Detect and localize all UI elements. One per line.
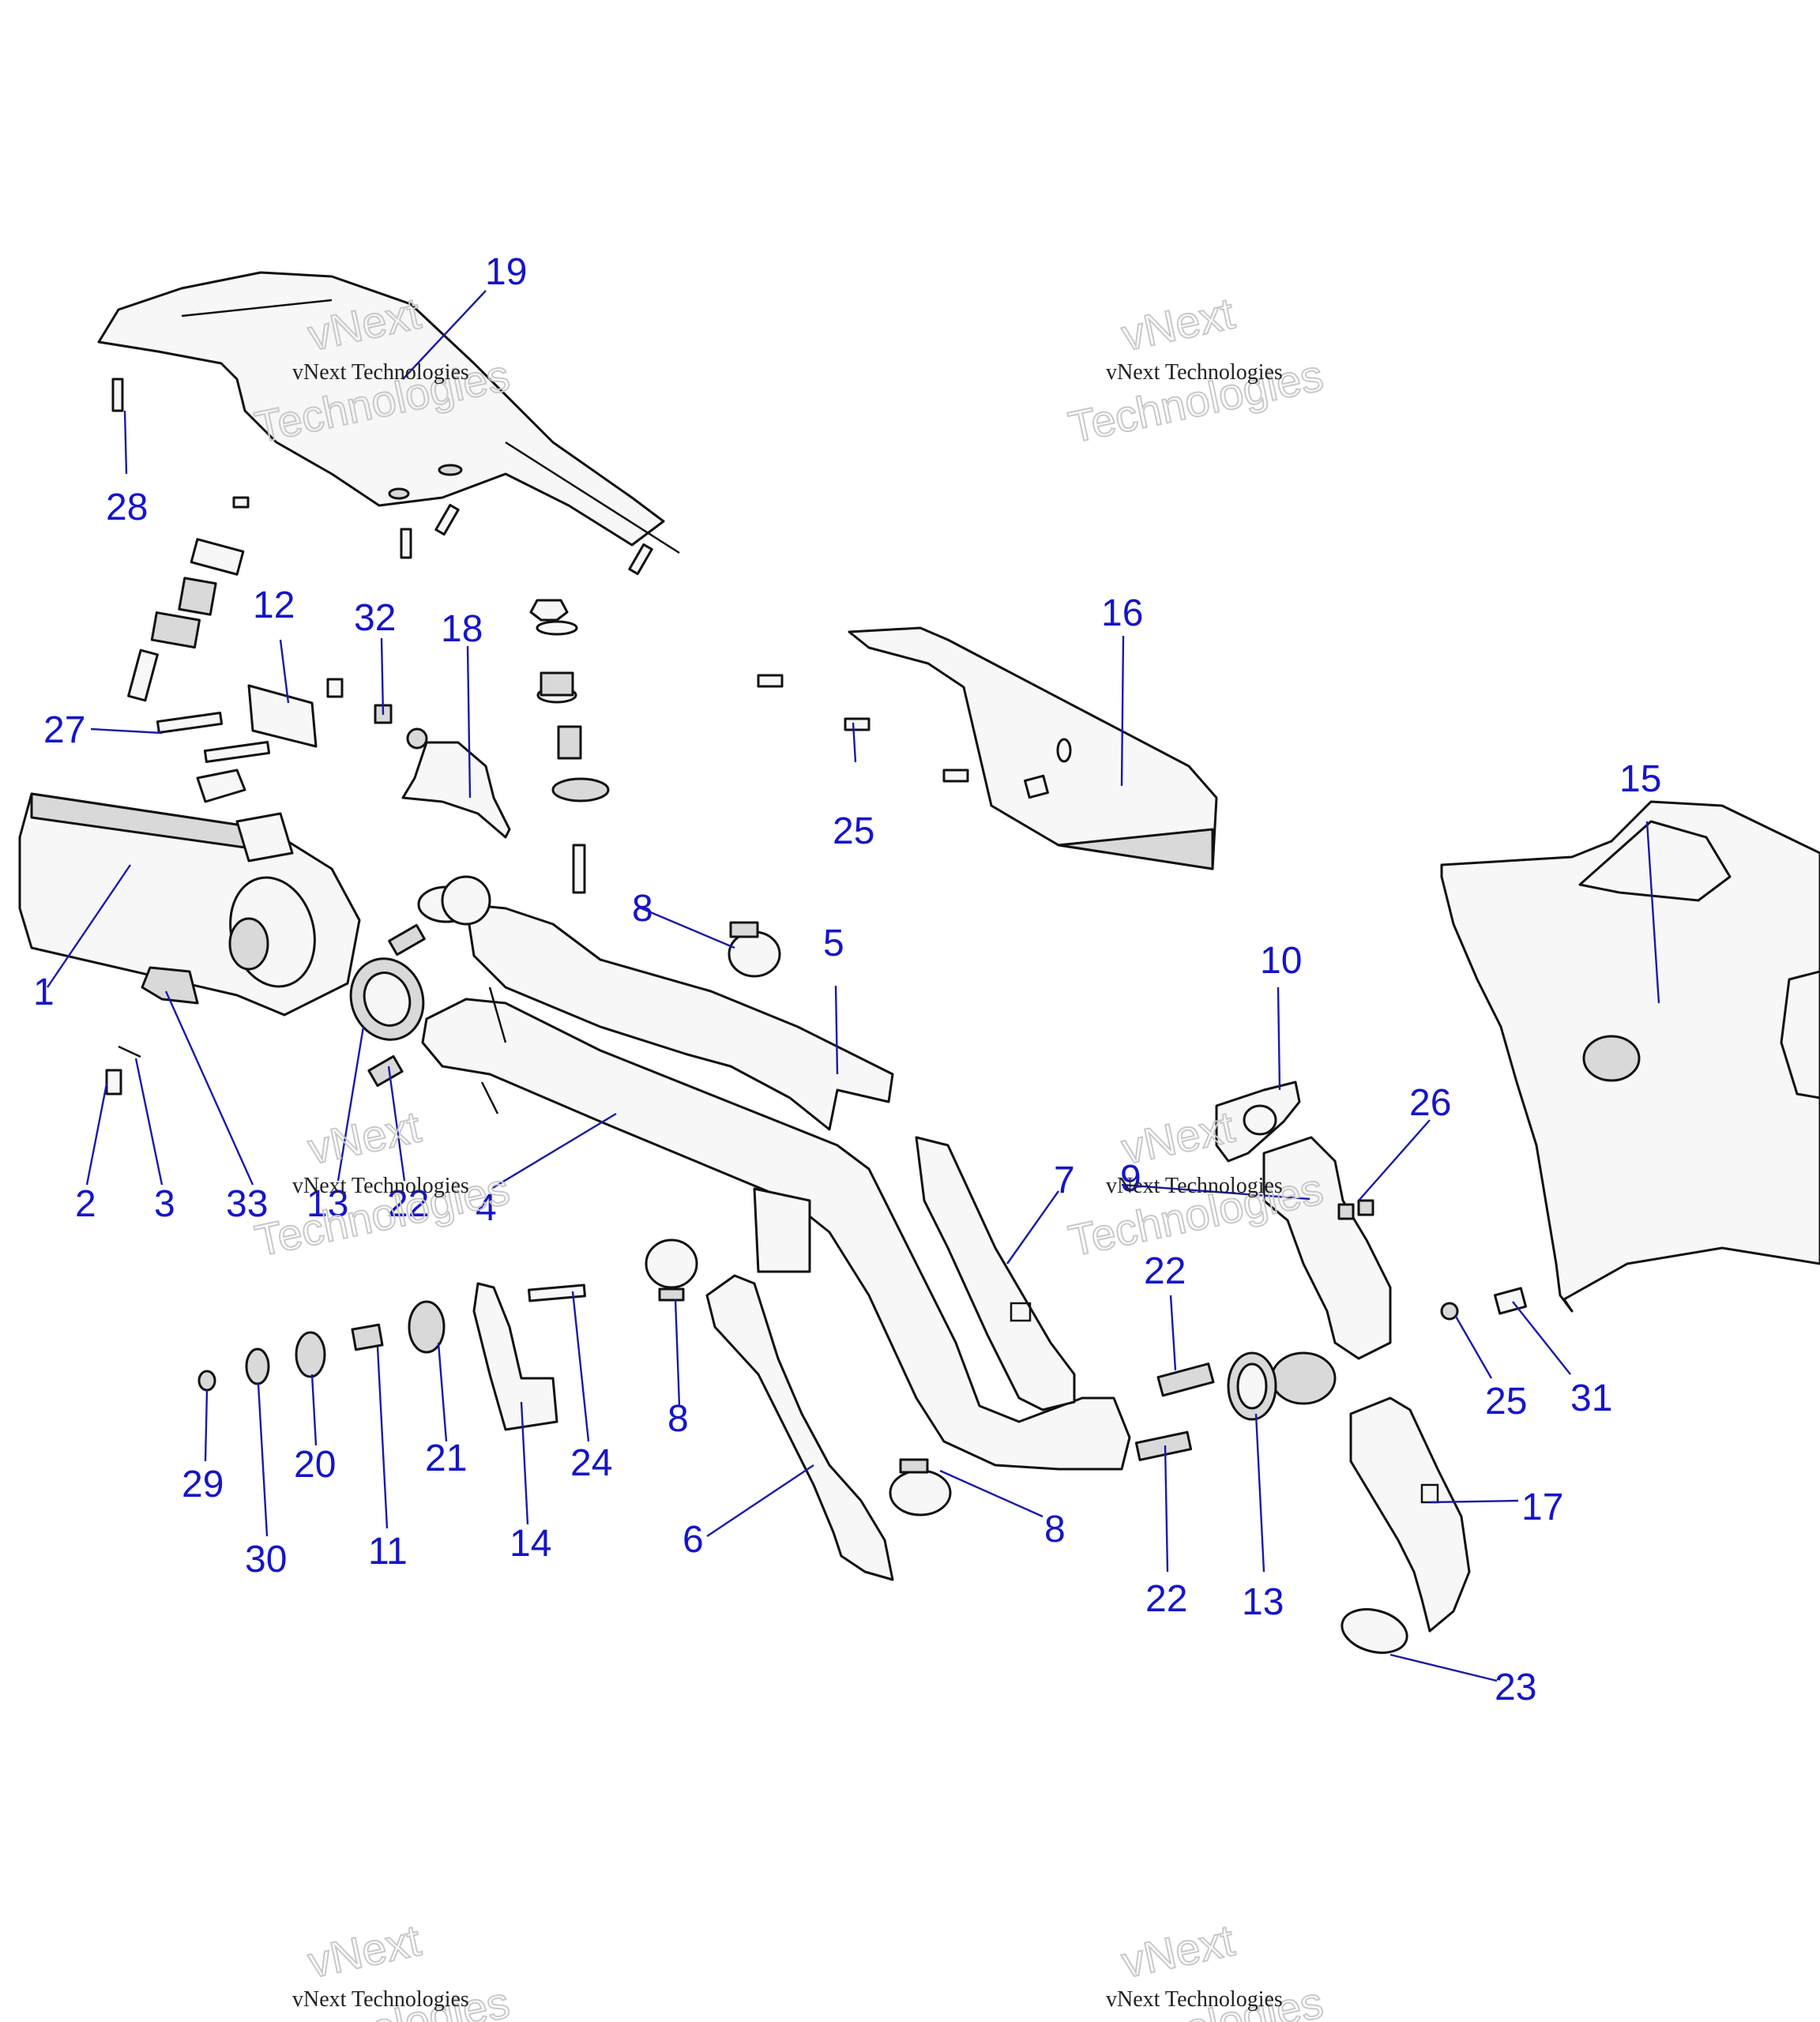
part-12-bracket [247, 684, 318, 748]
part-9-header-pipe [1262, 1136, 1392, 1360]
svg-text:vNext: vNext [1118, 1915, 1239, 1986]
part-8-clamp [728, 930, 781, 978]
leader-lines [47, 290, 1660, 1682]
callout-13-right: 13 [1242, 1581, 1284, 1623]
callout-20: 20 [294, 1444, 336, 1486]
part-22-spring [388, 923, 426, 957]
callout-15: 15 [1619, 758, 1661, 800]
callout-11: 11 [368, 1531, 408, 1573]
callout-27: 27 [43, 709, 85, 751]
callout-18: 18 [441, 608, 483, 650]
part-23-clamp [1341, 1608, 1408, 1654]
callout-25-right: 25 [1485, 1381, 1527, 1423]
callout-7: 7 [1054, 1159, 1075, 1201]
svg-text:vNext: vNext [304, 1101, 426, 1173]
parts-drawing [18, 271, 1820, 1654]
part-2-screw [105, 1069, 122, 1096]
watermark-top-right: vNext Technologies vNext Technologies [1063, 287, 1328, 453]
part-6-pipe [705, 1274, 894, 1581]
svg-text:vNext Technologies: vNext Technologies [292, 1987, 469, 2012]
watermark-bottom-right: vNext Technologies vNext Technologies [1063, 1914, 1328, 2022]
callout-9: 9 [1120, 1158, 1141, 1200]
part-24-bolt [528, 1283, 586, 1302]
part-14-bracket [472, 1282, 558, 1431]
callout-22-left: 22 [387, 1183, 429, 1225]
callout-8-top: 8 [632, 888, 653, 930]
svg-text:vNext Technologies: vNext Technologies [1106, 1174, 1283, 1198]
callout-21: 21 [425, 1438, 467, 1479]
callout-13-left: 13 [306, 1183, 348, 1225]
callout-33: 33 [226, 1183, 268, 1225]
callout-26: 26 [1409, 1082, 1451, 1124]
svg-text:vNext: vNext [1118, 288, 1239, 359]
part-19-heat-shield [97, 271, 665, 547]
callout-29: 29 [182, 1464, 224, 1505]
callout-8-mid: 8 [667, 1398, 689, 1440]
callout-24: 24 [570, 1442, 612, 1484]
watermark-bottom-left: vNext Technologies vNext Technologies [250, 1914, 514, 2022]
part-29-nut [197, 1370, 216, 1392]
part-17-heat-shield [1349, 1396, 1471, 1633]
callout-28: 28 [106, 487, 148, 528]
callout-31: 31 [1570, 1377, 1612, 1419]
svg-text:vNext Technologies: vNext Technologies [1106, 1987, 1283, 2012]
part-7-shield [915, 1136, 1076, 1411]
callout-10: 10 [1260, 940, 1302, 982]
callout-5: 5 [823, 923, 844, 964]
part-3-pin [118, 1045, 141, 1058]
part-5-pipe [464, 903, 894, 1131]
callout-12: 12 [253, 584, 295, 626]
part-16-shield [848, 626, 1218, 870]
svg-text:vNext: vNext [1118, 1101, 1239, 1173]
callout-22-bottom: 22 [1145, 1578, 1187, 1620]
part-4-pipe [421, 998, 1131, 1471]
callout-25-top: 25 [833, 810, 874, 852]
part-30-washer [245, 1347, 270, 1385]
svg-text:vNext Technologies: vNext Technologies [292, 360, 469, 385]
callout-16: 16 [1101, 592, 1143, 634]
part-28-bolt [111, 378, 124, 412]
callout-6: 6 [682, 1519, 704, 1561]
svg-text:vNext Technologies: vNext Technologies [292, 1174, 469, 1198]
callout-17: 17 [1521, 1486, 1563, 1528]
callout-19: 19 [485, 251, 527, 293]
callout-4: 4 [476, 1187, 497, 1229]
part-18-bracket [401, 741, 511, 839]
callout-23: 23 [1495, 1667, 1536, 1708]
svg-text:vNext: vNext [304, 1915, 426, 1986]
callout-22-mid: 22 [1144, 1250, 1186, 1292]
callout-30: 30 [245, 1539, 287, 1580]
callout-14: 14 [510, 1523, 551, 1565]
part-21-grommet [408, 1300, 446, 1354]
callout-32: 32 [354, 597, 396, 639]
part-20-grommet [295, 1331, 326, 1378]
callout-labels: 19 28 12 32 18 27 16 25 15 8 5 10 26 7 9… [33, 251, 1661, 1708]
callout-8-bottom: 8 [1044, 1509, 1066, 1550]
callout-2: 2 [75, 1183, 96, 1225]
part-11-sleeve [351, 1323, 384, 1351]
part-27-bolt [156, 712, 224, 734]
svg-text:vNext Technologies: vNext Technologies [1106, 360, 1283, 385]
callout-1: 1 [33, 972, 55, 1013]
watermark-mid-left: vNext Technologies vNext Technologies [250, 1100, 514, 1266]
callout-3: 3 [154, 1183, 175, 1225]
